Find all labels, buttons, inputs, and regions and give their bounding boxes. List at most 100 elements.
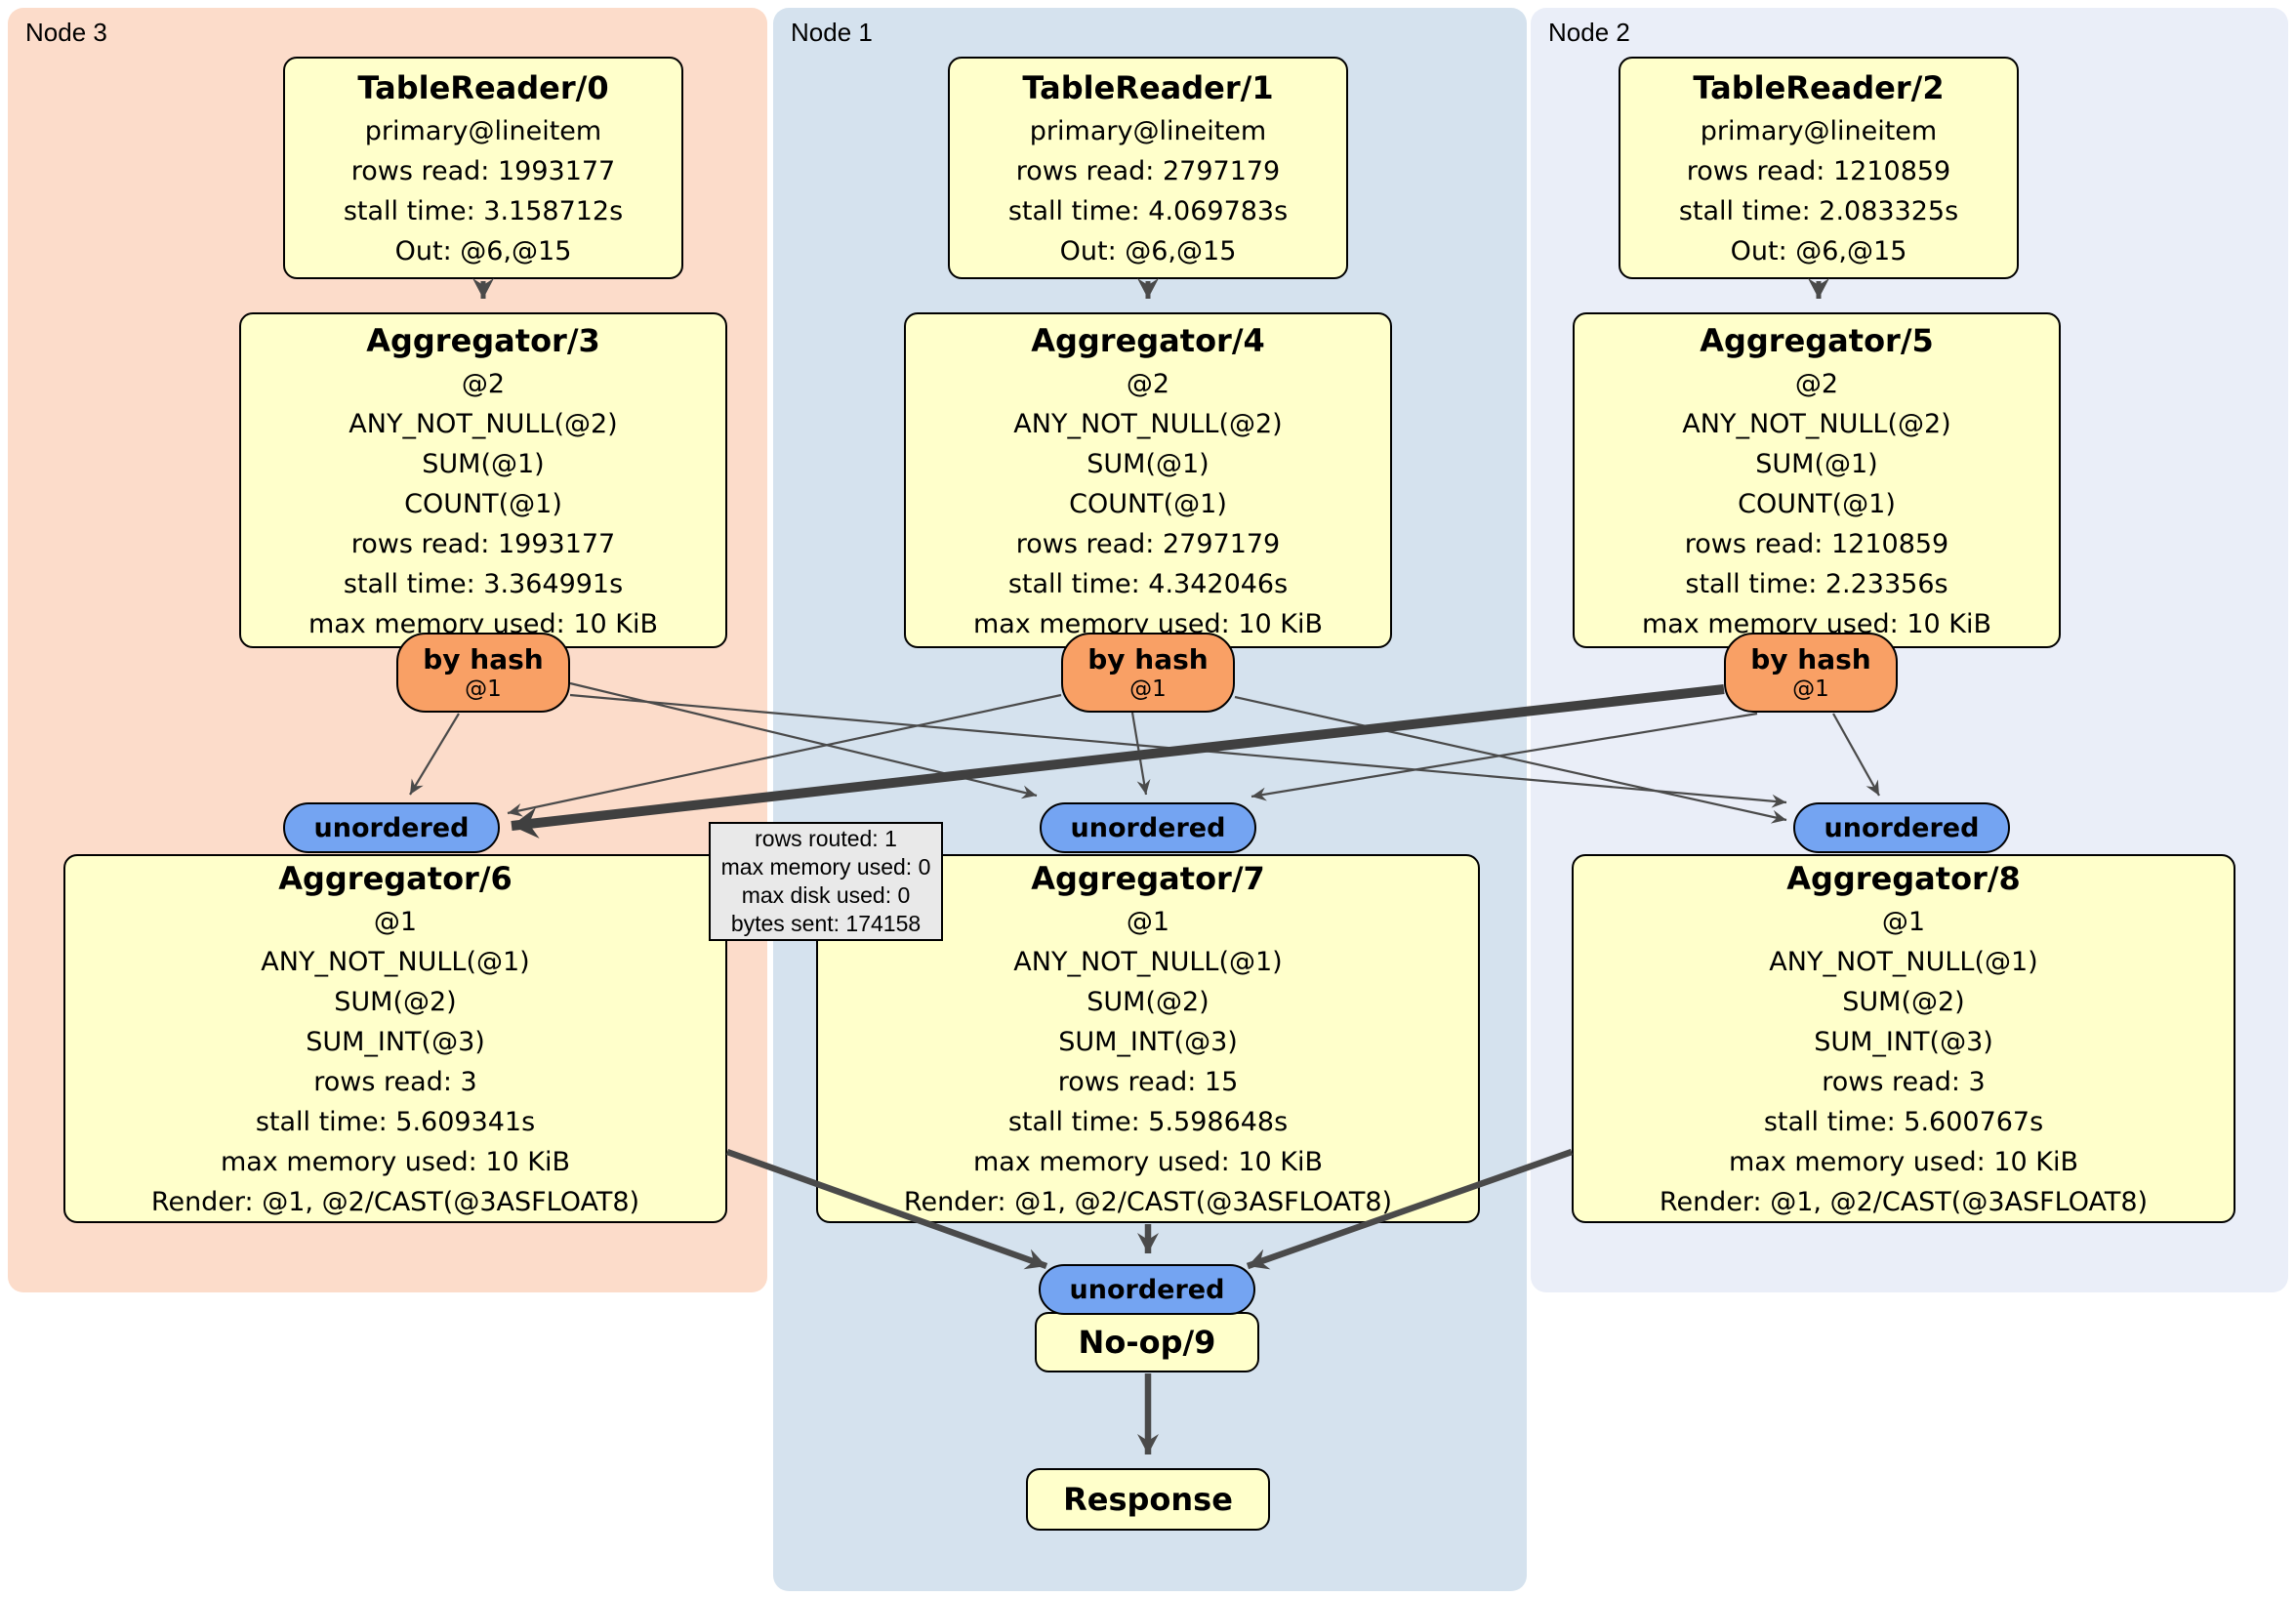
sync-label: unordered <box>1070 812 1226 843</box>
processor-title: TableReader/0 <box>357 69 609 106</box>
router-columns: @1 <box>1792 676 1829 702</box>
sync-unordered-9: unordered <box>1039 1264 1255 1315</box>
processor-detail: rows read: 1210859 <box>1686 156 1951 186</box>
processor-detail: ANY_NOT_NULL(@2) <box>1013 408 1283 439</box>
router-by-hash-5: by hash @1 <box>1724 633 1898 713</box>
processor-detail: Out: @6,@15 <box>394 236 572 266</box>
processor-detail: stall time: 5.609341s <box>255 1107 536 1137</box>
processor-title: Aggregator/4 <box>1031 321 1265 359</box>
processor-detail: @1 <box>373 907 418 937</box>
sync-unordered-8: unordered <box>1793 802 2010 853</box>
processor-noop-9: No-op/9 <box>1035 1312 1259 1372</box>
tooltip-line: bytes sent: 174158 <box>730 911 922 936</box>
processor-detail: @1 <box>1881 907 1926 937</box>
processor-title: Response <box>1063 1481 1233 1518</box>
processor-detail: rows read: 1993177 <box>350 156 616 186</box>
router-columns: @1 <box>1129 676 1167 702</box>
sync-label: unordered <box>313 812 470 843</box>
processor-detail: rows read: 1993177 <box>350 528 616 559</box>
sync-label: unordered <box>1069 1274 1225 1305</box>
processor-detail: ANY_NOT_NULL(@2) <box>348 408 618 439</box>
node-label-3: Node 3 <box>25 18 107 47</box>
processor-detail: stall time: 5.600767s <box>1763 1107 2044 1137</box>
processor-detail: max memory used: 10 KiB <box>1728 1147 2079 1177</box>
processor-aggregator-3: Aggregator/3 @2 ANY_NOT_NULL(@2) SUM(@1)… <box>239 312 727 648</box>
processor-title: Aggregator/7 <box>1031 860 1265 897</box>
processor-detail: Render: @1, @2/CAST(@3ASFLOAT8) <box>1659 1187 2149 1217</box>
processor-detail: SUM(@1) <box>422 448 545 479</box>
processor-detail: rows read: 3 <box>1822 1067 1986 1097</box>
processor-detail: Out: @6,@15 <box>1059 236 1237 266</box>
tooltip-line: max disk used: 0 <box>741 882 911 908</box>
processor-detail: max memory used: 10 KiB <box>972 1147 1324 1177</box>
response-box: Response <box>1026 1468 1270 1531</box>
processor-detail: ANY_NOT_NULL(@2) <box>1682 408 1951 439</box>
processor-detail: rows read: 3 <box>313 1067 477 1097</box>
processor-detail: max memory used: 10 KiB <box>220 1147 571 1177</box>
processor-detail: ANY_NOT_NULL(@1) <box>261 947 530 977</box>
processor-detail: Render: @1, @2/CAST(@3ASFLOAT8) <box>903 1187 1393 1217</box>
sync-unordered-6: unordered <box>283 802 500 853</box>
tooltip-line: max memory used: 0 <box>720 854 931 880</box>
processor-tablereader-1: TableReader/1 primary@lineitem rows read… <box>948 57 1348 279</box>
processor-title: No-op/9 <box>1078 1324 1216 1361</box>
processor-detail: @2 <box>1794 368 1839 399</box>
edge-stats-tooltip: rows routed: 1 max memory used: 0 max di… <box>709 822 943 941</box>
processor-detail: stall time: 4.342046s <box>1007 568 1289 599</box>
processor-detail: SUM(@2) <box>1842 987 1965 1017</box>
processor-detail: ANY_NOT_NULL(@1) <box>1013 947 1283 977</box>
router-label: by hash <box>423 643 544 676</box>
processor-detail: SUM_INT(@3) <box>1058 1027 1238 1057</box>
processor-detail: SUM(@1) <box>1086 448 1210 479</box>
processor-detail: primary@lineitem <box>364 116 602 146</box>
processor-aggregator-8: Aggregator/8 @1 ANY_NOT_NULL(@1) SUM(@2)… <box>1572 854 2235 1223</box>
tooltip-line: rows routed: 1 <box>755 826 897 851</box>
router-by-hash-4: by hash @1 <box>1061 633 1235 713</box>
processor-detail: SUM(@2) <box>334 987 457 1017</box>
router-by-hash-3: by hash @1 <box>396 633 570 713</box>
processor-detail: rows read: 1210859 <box>1684 528 1949 559</box>
processor-aggregator-5: Aggregator/5 @2 ANY_NOT_NULL(@2) SUM(@1)… <box>1573 312 2061 648</box>
processor-title: Aggregator/5 <box>1700 321 1934 359</box>
processor-detail: SUM(@2) <box>1086 987 1210 1017</box>
processor-detail: COUNT(@1) <box>1069 488 1227 519</box>
processor-aggregator-6: Aggregator/6 @1 ANY_NOT_NULL(@1) SUM(@2)… <box>63 854 727 1223</box>
processor-title: Aggregator/3 <box>366 321 600 359</box>
processor-detail: SUM_INT(@3) <box>306 1027 485 1057</box>
processor-title: Aggregator/8 <box>1786 860 2021 897</box>
processor-title: TableReader/1 <box>1022 69 1274 106</box>
processor-detail: rows read: 2797179 <box>1015 528 1281 559</box>
processor-detail: stall time: 5.598648s <box>1007 1107 1289 1137</box>
processor-detail: Render: @1, @2/CAST(@3ASFLOAT8) <box>150 1187 640 1217</box>
processor-tablereader-0: TableReader/0 primary@lineitem rows read… <box>283 57 683 279</box>
processor-aggregator-4: Aggregator/4 @2 ANY_NOT_NULL(@2) SUM(@1)… <box>904 312 1392 648</box>
node-label-1: Node 1 <box>791 18 873 47</box>
processor-title: TableReader/2 <box>1693 69 1945 106</box>
processor-detail: ANY_NOT_NULL(@1) <box>1769 947 2038 977</box>
processor-title: Aggregator/6 <box>278 860 512 897</box>
processor-detail: @2 <box>1126 368 1170 399</box>
processor-detail: stall time: 3.364991s <box>343 568 624 599</box>
processor-detail: rows read: 15 <box>1057 1067 1239 1097</box>
processor-detail: stall time: 4.069783s <box>1007 196 1289 226</box>
processor-detail: COUNT(@1) <box>404 488 562 519</box>
processor-detail: stall time: 2.23356s <box>1685 568 1948 599</box>
router-label: by hash <box>1087 643 1209 676</box>
processor-detail: @1 <box>1126 907 1170 937</box>
router-label: by hash <box>1750 643 1871 676</box>
sync-label: unordered <box>1824 812 1980 843</box>
processor-detail: stall time: 2.083325s <box>1678 196 1959 226</box>
node-label-2: Node 2 <box>1548 18 1630 47</box>
processor-detail: rows read: 2797179 <box>1015 156 1281 186</box>
router-columns: @1 <box>465 676 502 702</box>
processor-tablereader-2: TableReader/2 primary@lineitem rows read… <box>1619 57 2019 279</box>
processor-detail: COUNT(@1) <box>1738 488 1896 519</box>
sync-unordered-7: unordered <box>1040 802 1256 853</box>
processor-detail: primary@lineitem <box>1700 116 1938 146</box>
processor-detail: primary@lineitem <box>1029 116 1267 146</box>
processor-detail: SUM(@1) <box>1755 448 1878 479</box>
processor-detail: SUM_INT(@3) <box>1814 1027 1993 1057</box>
processor-detail: Out: @6,@15 <box>1730 236 1907 266</box>
processor-detail: @2 <box>461 368 506 399</box>
